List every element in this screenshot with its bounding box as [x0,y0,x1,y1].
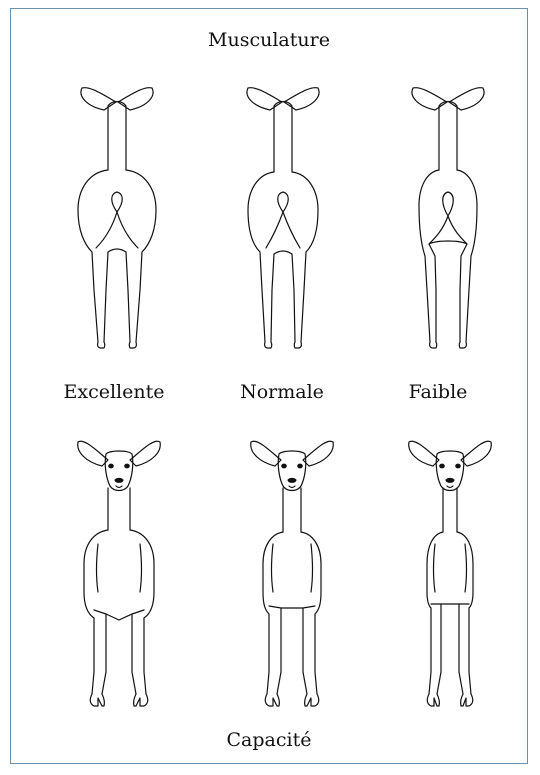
groin-line [108,249,126,252]
hoof-left [90,694,104,706]
mouth [289,486,295,488]
neck [439,102,457,171]
rump-seam [266,212,300,248]
shoulder-line-right [465,544,467,592]
groin-line [429,241,467,244]
head [105,451,133,491]
left-eye [282,464,286,468]
right-ear [461,441,491,466]
right-ear [118,88,153,110]
shoulder-line-left [434,544,436,592]
nose [115,479,123,483]
category-label-excellent: Excellente [64,381,165,403]
hoof-right [461,694,473,706]
head [436,451,464,491]
hoof-right [305,694,319,706]
left-ear [247,88,282,110]
front-view-deer-weak [403,432,498,717]
rump-seam [96,212,138,248]
head [278,451,306,491]
neck [108,488,130,530]
neck [283,488,301,532]
nose [446,479,454,483]
haunch-outline [248,172,318,342]
hoof-right [129,342,136,348]
right-ear [284,88,319,110]
legs [267,608,317,694]
shoulder-line-right [311,544,313,592]
left-ear [78,441,108,466]
haunch-outline [78,170,156,342]
hoof-right [134,694,148,706]
left-ear [251,441,281,466]
tail [112,192,123,212]
tail [278,192,289,212]
right-eye [456,464,460,468]
left-eye [109,464,113,468]
legs [92,614,146,694]
nose [288,479,296,483]
category-label-normal: Normale [240,381,324,403]
right-ear [449,88,484,110]
shoulder-line-left [97,544,99,592]
inner-legs [104,252,130,342]
shoulder-line-right [140,544,142,592]
capacity-title: Capacité [227,729,312,751]
hoof-right [294,342,301,348]
inner-legs [429,244,467,342]
right-ear [130,441,160,466]
neck [443,488,457,532]
rump-seam [429,216,467,244]
right-eye [125,464,129,468]
rear-view-deer-weak [403,80,493,355]
inner-legs [271,254,295,342]
brisket [94,610,144,620]
shoulder-line-left [272,544,274,592]
left-eye [440,464,444,468]
hoof-left [265,342,272,348]
tail [443,192,454,216]
hoof-left [427,694,439,706]
front-view-deer-normal [245,432,340,717]
groin-line [274,251,292,254]
legs [429,604,471,694]
haunch-outline [419,170,477,342]
musculature-title: Musculature [208,29,330,51]
neck [108,102,126,171]
hoof-left [265,694,279,706]
left-ear [412,88,447,110]
neck [274,102,292,173]
chest-outline [84,530,154,618]
right-ear [303,441,333,466]
left-ear [409,441,439,466]
left-ear [81,88,116,110]
rear-view-deer-excellent [72,80,162,355]
category-label-weak: Faible [409,381,468,403]
hoof-right [459,342,466,348]
rear-view-deer-normal [238,80,328,355]
mouth [447,486,453,488]
front-view-deer-excellent [72,432,167,717]
brisket [269,606,315,608]
right-eye [298,464,302,468]
hoof-left [430,342,437,348]
mouth [116,486,122,488]
hoof-left [98,342,105,348]
